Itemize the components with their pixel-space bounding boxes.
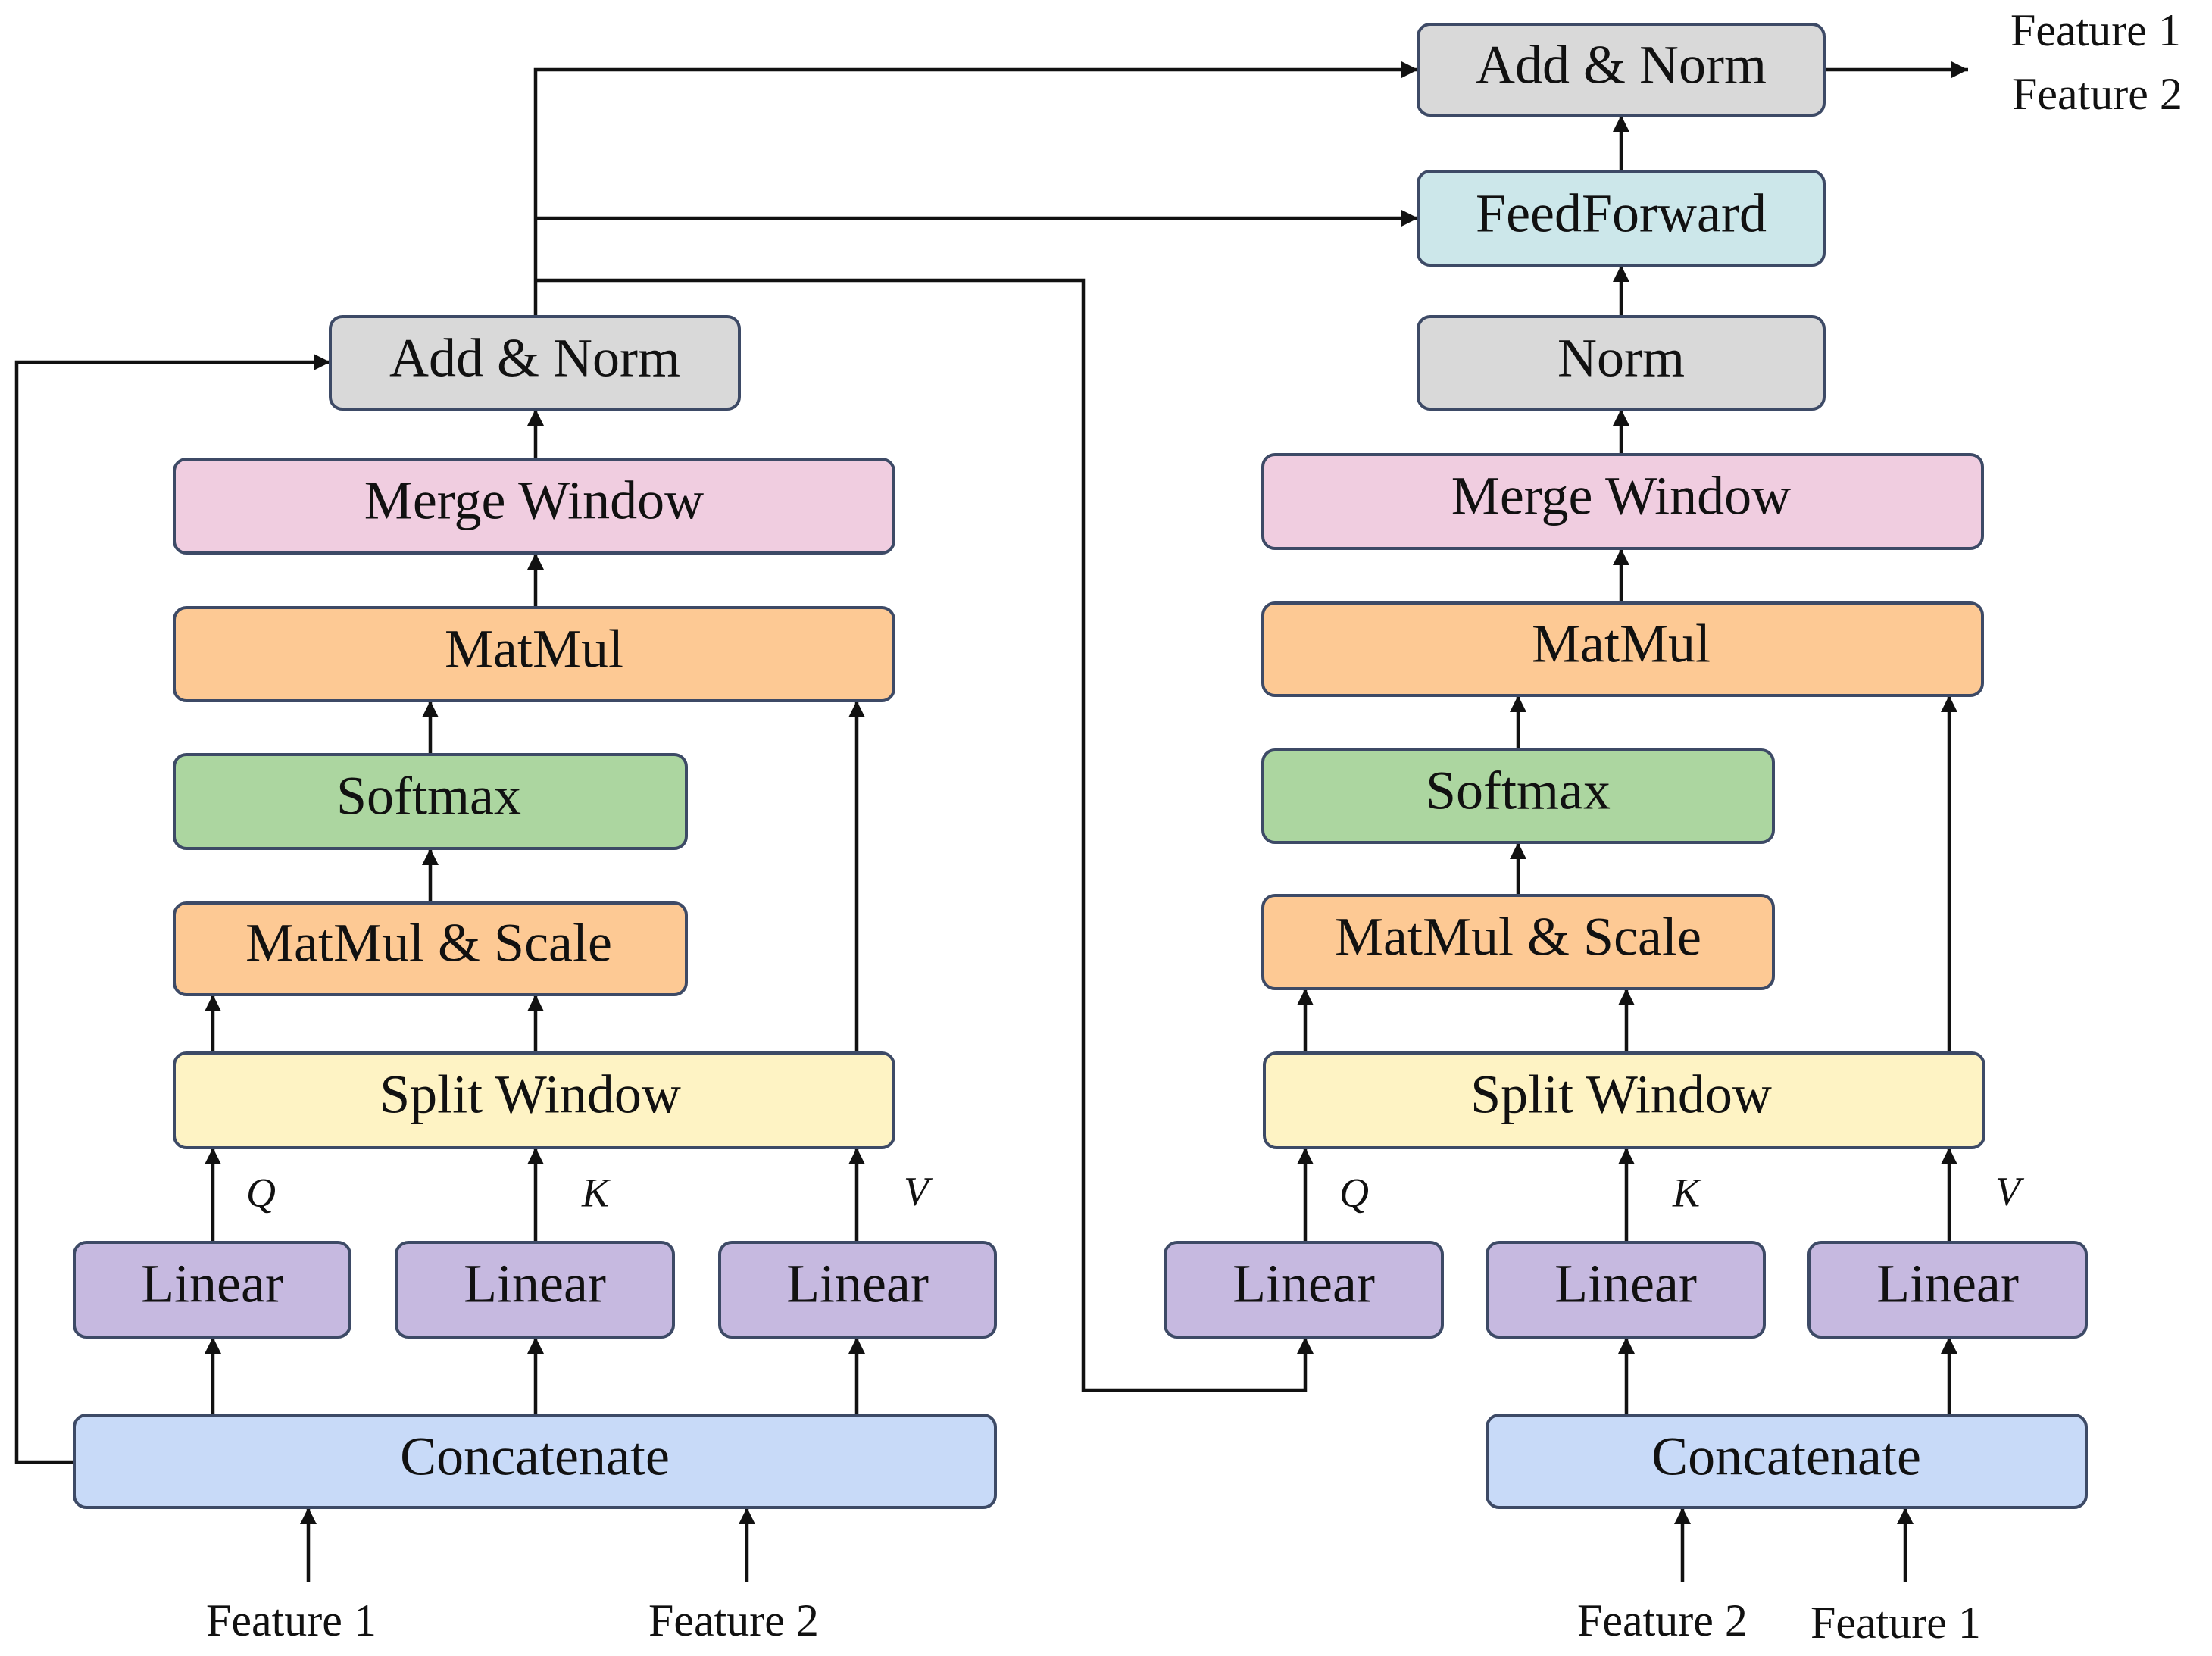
right-matmul-box: MatMul: [1261, 601, 1984, 697]
right-add-norm-label: Add & Norm: [1476, 35, 1767, 95]
left-add-norm-label: Add & Norm: [389, 328, 680, 389]
right-norm-box: Norm: [1417, 315, 1826, 411]
left-matmul-scale-label: MatMul & Scale: [245, 913, 612, 973]
edge-left-residual-concat-to-add-norm: [14, 354, 330, 1464]
left-split-window-label: Split Window: [380, 1064, 681, 1125]
left-block-edges: [14, 354, 865, 1582]
left-concatenate-label: Concatenate: [400, 1426, 670, 1487]
left-softmax-box: Softmax: [173, 753, 688, 850]
left-linear-k-label: Linear: [464, 1254, 606, 1314]
left-input-feature-2: Feature 2: [648, 1595, 819, 1645]
output-feature-2: Feature 2: [2012, 69, 2182, 119]
left-k-label: K: [581, 1170, 611, 1215]
left-softmax-label: Softmax: [336, 766, 521, 826]
right-v-label: V: [1995, 1168, 2025, 1214]
right-split-window-box: Split Window: [1263, 1051, 1985, 1149]
output-feature-1: Feature 1: [2010, 5, 2181, 55]
right-matmul-label: MatMul: [1532, 614, 1711, 674]
right-linear-v-label: Linear: [1876, 1254, 2019, 1314]
edge-left-add-norm-to-right-linear-q: [536, 278, 1314, 1392]
right-split-window-label: Split Window: [1470, 1064, 1772, 1125]
left-linear-v-label: Linear: [786, 1254, 929, 1314]
outputs: Feature 1 Feature 2: [2010, 5, 2182, 119]
left-linear-k-box: Linear: [395, 1241, 675, 1339]
right-merge-window-box: Merge Window: [1261, 453, 1984, 550]
right-input-feature-2: Feature 2: [1577, 1595, 1748, 1645]
right-linear-v-box: Linear: [1807, 1241, 2088, 1339]
left-matmul-scale-box: MatMul & Scale: [173, 901, 688, 996]
left-merge-window-label: Merge Window: [364, 470, 704, 531]
right-feedforward-box: FeedForward: [1417, 170, 1826, 267]
left-linear-q-box: Linear: [73, 1241, 351, 1339]
right-softmax-box: Softmax: [1261, 748, 1775, 844]
right-q-label: Q: [1339, 1170, 1369, 1215]
right-merge-window-label: Merge Window: [1451, 466, 1791, 526]
left-linear-q-label: Linear: [141, 1254, 283, 1314]
left-matmul-box: MatMul: [173, 606, 895, 702]
edge-left-add-norm-to-right-add-norm: [533, 61, 1418, 317]
right-concatenate-label: Concatenate: [1651, 1426, 1921, 1487]
right-feedforward-label: FeedForward: [1476, 183, 1767, 244]
cross-edges: [533, 61, 1418, 1392]
left-linear-v-box: Linear: [718, 1241, 997, 1339]
left-v-label: V: [904, 1168, 933, 1214]
left-input-feature-1: Feature 1: [206, 1595, 376, 1645]
right-linear-q-box: Linear: [1164, 1241, 1444, 1339]
left-matmul-label: MatMul: [445, 619, 623, 680]
right-block-edges: [1297, 61, 1968, 1582]
right-matmul-scale-box: MatMul & Scale: [1261, 894, 1775, 990]
right-matmul-scale-label: MatMul & Scale: [1335, 907, 1701, 967]
left-add-norm-box: Add & Norm: [329, 315, 741, 411]
right-softmax-label: Softmax: [1426, 761, 1611, 821]
right-block: Add & Norm FeedForward Norm Merge Window…: [1164, 23, 2088, 1648]
left-merge-window-box: Merge Window: [173, 458, 895, 555]
right-add-norm-box: Add & Norm: [1417, 23, 1826, 117]
right-linear-k-label: Linear: [1554, 1254, 1697, 1314]
left-block: Add & Norm Merge Window MatMul Softmax M…: [73, 315, 997, 1645]
left-split-window-box: Split Window: [173, 1051, 895, 1149]
left-concatenate-box: Concatenate: [73, 1414, 997, 1509]
right-linear-q-label: Linear: [1233, 1254, 1375, 1314]
right-linear-k-box: Linear: [1486, 1241, 1766, 1339]
right-k-label: K: [1672, 1170, 1702, 1215]
right-norm-label: Norm: [1557, 328, 1685, 389]
right-input-feature-1: Feature 1: [1811, 1598, 1981, 1648]
right-concatenate-box: Concatenate: [1486, 1414, 2088, 1509]
left-q-label: Q: [246, 1170, 276, 1215]
